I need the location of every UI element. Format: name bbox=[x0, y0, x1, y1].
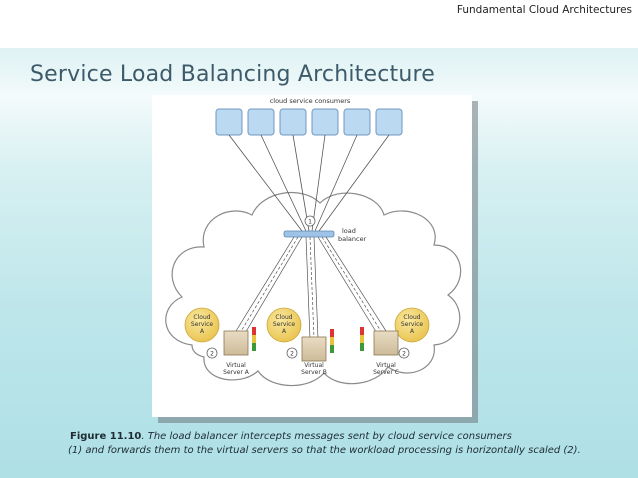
title-band bbox=[0, 48, 638, 94]
caption-line-1: Figure 11.10. The load balancer intercep… bbox=[70, 430, 630, 444]
virtual-server-a: 2 Virtual Server A bbox=[206, 327, 256, 376]
cloud-service-a-right: Cloud Service A bbox=[394, 307, 430, 343]
marker-2-left: 2 bbox=[210, 351, 214, 358]
consumer-box-6 bbox=[375, 108, 403, 136]
consumer-links bbox=[228, 134, 390, 232]
service-right-line3: A bbox=[410, 328, 415, 335]
service-middle-line2: Service bbox=[273, 321, 295, 328]
cloud-service-a-middle: Cloud Service A bbox=[266, 307, 302, 343]
consumer-box-4 bbox=[311, 108, 339, 136]
consumers-label: cloud service consumers bbox=[270, 97, 351, 105]
consumer-box-1 bbox=[215, 108, 243, 136]
server-a-line2: Server A bbox=[223, 369, 250, 376]
figure-diagram: cloud service consumers 1 load balancer bbox=[152, 95, 472, 417]
load-balancer-label-2: balancer bbox=[338, 235, 367, 243]
diagram-svg: cloud service consumers 1 load balancer bbox=[165, 97, 462, 387]
service-right-line2: Service bbox=[401, 321, 423, 328]
marker-1-label: 1 bbox=[308, 219, 312, 226]
marker-2-right: 2 bbox=[402, 351, 406, 358]
service-left-line3: A bbox=[200, 328, 205, 335]
virtual-server-c: 2 Virtual Server C bbox=[360, 327, 410, 376]
slide-title: Service Load Balancing Architecture bbox=[30, 62, 435, 87]
service-middle-line1: Cloud bbox=[275, 314, 292, 321]
server-b-line2: Server B bbox=[301, 369, 327, 376]
marker-2-middle: 2 bbox=[290, 351, 294, 358]
virtual-server-b: 2 Virtual Server B bbox=[286, 329, 334, 376]
load-balancer bbox=[283, 230, 335, 238]
service-left-line2: Service bbox=[191, 321, 213, 328]
header-strip bbox=[0, 0, 638, 24]
server-a-line1: Virtual bbox=[226, 362, 246, 369]
service-right-line1: Cloud bbox=[403, 314, 420, 321]
marker-1-circle bbox=[304, 215, 316, 227]
figure-caption: Figure 11.10. The load balancer intercep… bbox=[68, 430, 630, 458]
load-balancer-label-1: load bbox=[342, 227, 356, 235]
caption-text-2: (1) and forwards them to the virtual ser… bbox=[68, 445, 581, 456]
consumer-box-2 bbox=[247, 108, 275, 136]
consumer-box-5 bbox=[343, 108, 371, 136]
server-c-line2: Server C bbox=[373, 369, 399, 376]
presentation-title: Fundamental Cloud Architectures bbox=[456, 4, 632, 16]
caption-text-1: . The load balancer intercepts messages … bbox=[141, 431, 512, 442]
consumer-box-3 bbox=[279, 108, 307, 136]
caption-figure-label: Figure 11.10 bbox=[70, 431, 142, 442]
consumer-group bbox=[215, 108, 403, 136]
cloud-service-a-left: Cloud Service A bbox=[184, 307, 220, 343]
server-links bbox=[235, 236, 387, 340]
server-b-line1: Virtual bbox=[304, 362, 324, 369]
server-c-line1: Virtual bbox=[376, 362, 396, 369]
service-left-line1: Cloud bbox=[193, 314, 210, 321]
service-middle-line3: A bbox=[282, 328, 287, 335]
